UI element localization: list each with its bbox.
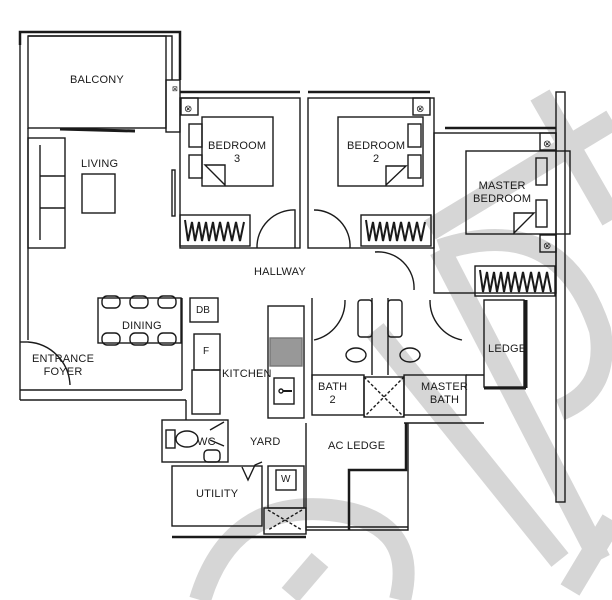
svg-text:⊗: ⊗ bbox=[543, 139, 551, 150]
room-label-master-bedroom: MASTER BEDROOM bbox=[473, 180, 531, 206]
room-label-bedroom-2-line1: BEDROOM bbox=[347, 140, 406, 152]
room-label-entrance-foyer: ENTRANCE FOYER bbox=[32, 353, 94, 379]
svg-text:⊗: ⊗ bbox=[184, 104, 192, 115]
room-label-bedroom-3-line1: BEDROOM bbox=[208, 140, 267, 152]
room-label-master-bath-line2: BATH bbox=[429, 394, 460, 406]
svg-text:⊗: ⊗ bbox=[543, 241, 551, 252]
room-label-bath-2-line1: BATH bbox=[318, 381, 348, 393]
room-label-bedroom-2: BEDROOM 2 bbox=[347, 140, 405, 166]
room-label-bedroom-3-line2: 3 bbox=[233, 153, 241, 165]
room-label-yard: YARD bbox=[250, 436, 281, 448]
room-label-ac-ledge: AC LEDGE bbox=[328, 440, 386, 452]
room-label-master-bath: MASTER BATH bbox=[421, 381, 468, 407]
room-label-bath-2: BATH 2 bbox=[318, 381, 347, 407]
room-label-master-bath-line1: MASTER bbox=[421, 381, 469, 393]
balcony-outline bbox=[18, 30, 182, 80]
room-label-entrance-foyer-line2: FOYER bbox=[43, 366, 83, 378]
room-label-living: LIVING bbox=[81, 158, 119, 170]
room-label-entrance-foyer-line1: ENTRANCE bbox=[32, 353, 95, 365]
room-label-utility: UTILITY bbox=[196, 488, 239, 500]
room-label-master-bedroom-line2: BEDROOM bbox=[473, 193, 532, 205]
room-label-ledge: LEDGE bbox=[488, 343, 527, 355]
room-label-master-bedroom-line1: MASTER bbox=[478, 180, 526, 192]
room-label-bedroom-3: BEDROOM 3 bbox=[208, 140, 266, 166]
fixture-db-label: DB bbox=[196, 305, 210, 316]
room-label-balcony: BALCONY bbox=[70, 74, 124, 86]
room-label-bath-2-line2: 2 bbox=[329, 394, 336, 406]
room-label-hallway: HALLWAY bbox=[254, 266, 306, 278]
fixture-washer-label: W bbox=[281, 474, 291, 485]
svg-text:⊗: ⊗ bbox=[416, 104, 424, 115]
room-label-dining: DINING bbox=[122, 320, 162, 332]
svg-text:⊠: ⊠ bbox=[172, 86, 178, 93]
fixture-fridge-label: F bbox=[203, 346, 210, 357]
watermark bbox=[189, 89, 612, 600]
room-label-wc: WC bbox=[197, 436, 216, 448]
room-label-kitchen: KITCHEN bbox=[222, 368, 272, 380]
room-label-bedroom-2-line2: 2 bbox=[372, 153, 380, 165]
